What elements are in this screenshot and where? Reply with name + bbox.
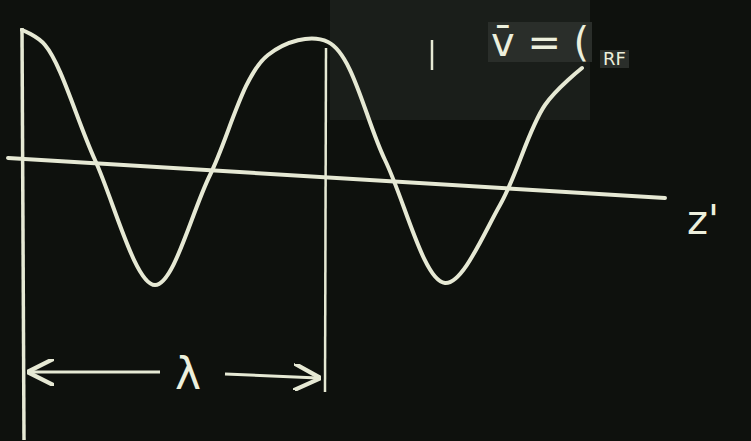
sine-wave (22, 30, 582, 285)
axis-label: z' (684, 200, 722, 240)
velocity-formula: v̄ = ( (488, 22, 592, 62)
dimension-arrow-left (30, 371, 160, 374)
left-marker-line (22, 28, 24, 440)
tick-mark (431, 40, 434, 70)
wavelength-marker-line (325, 48, 326, 392)
subscript-label: RF (600, 50, 629, 68)
dimension-arrow-right (225, 374, 318, 378)
wavelength-label: λ (172, 352, 204, 396)
